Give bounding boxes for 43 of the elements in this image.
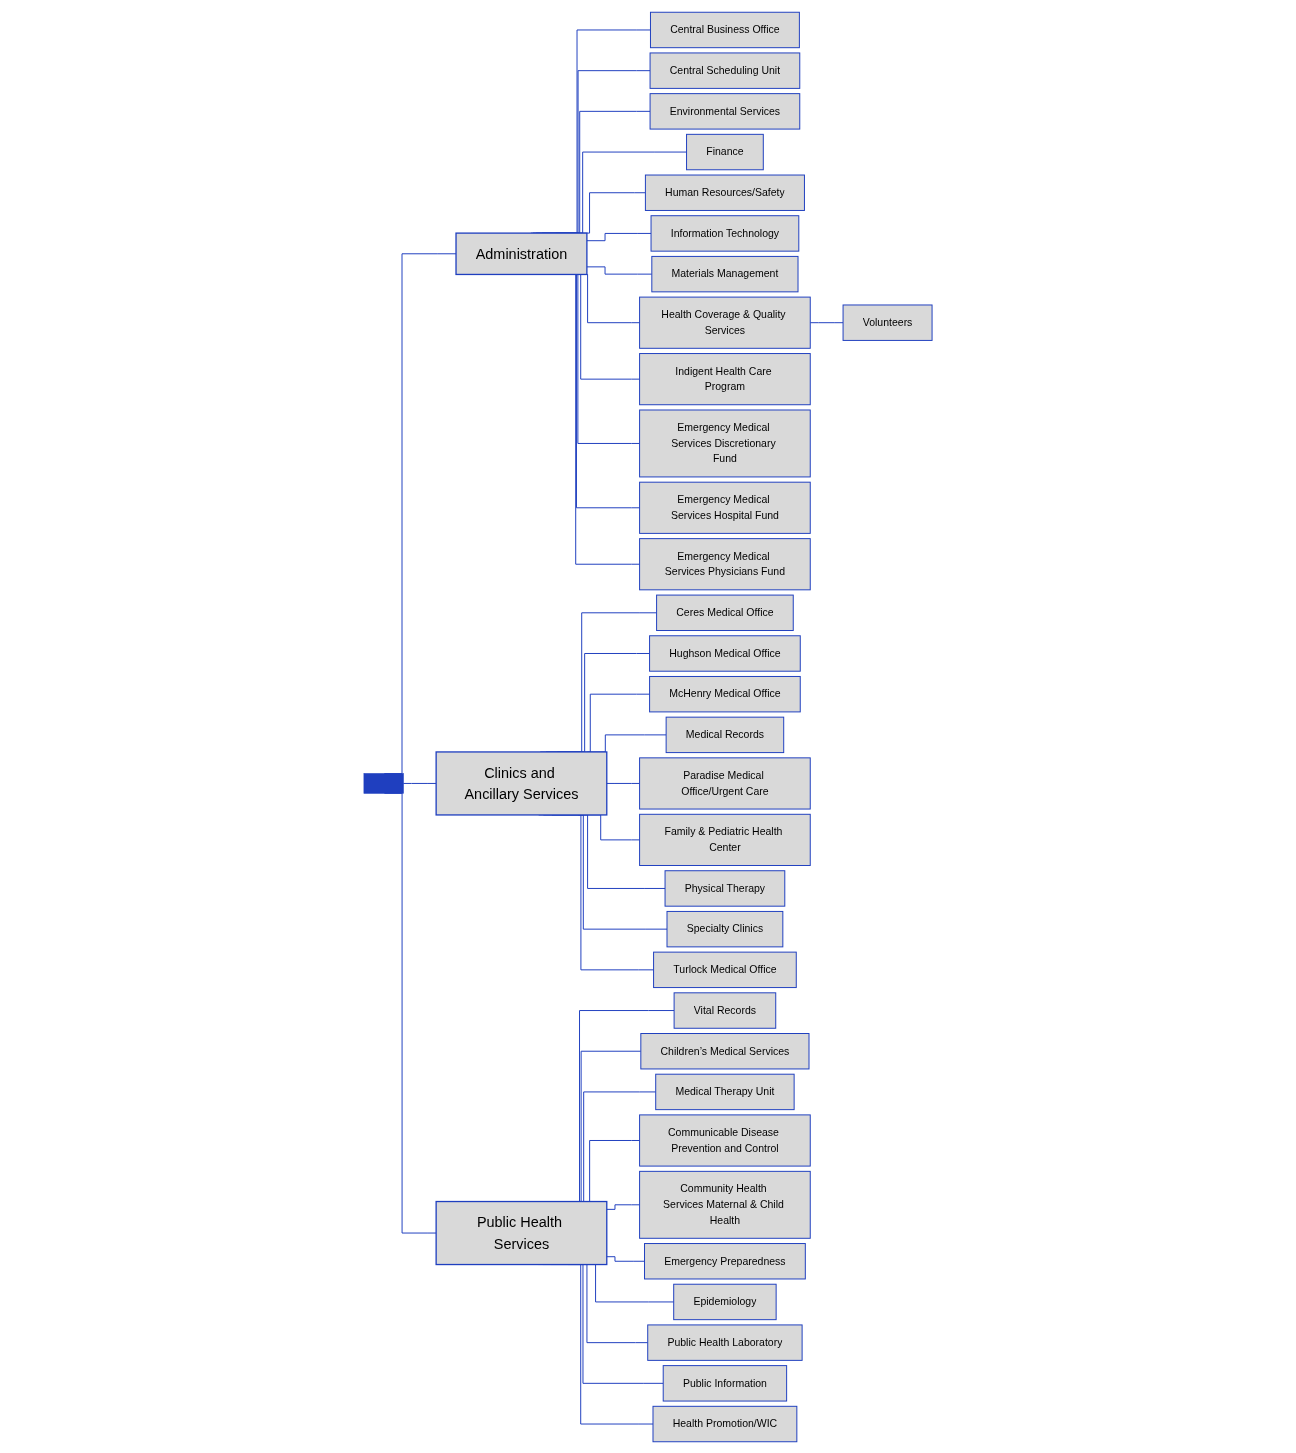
node-box: Emergency Medical Services Hospital Fund <box>639 481 811 534</box>
node-box: Environmental Services <box>649 92 801 130</box>
node-box: Finance <box>686 133 764 170</box>
node-box: Physical Therapy <box>664 869 786 907</box>
node-box: Vital Records <box>673 991 777 1029</box>
connector <box>402 782 437 784</box>
node-box: Hughson Medical Office <box>649 634 801 672</box>
node-box: Emergency Medical Services Physicians Fund <box>639 537 811 590</box>
node-box: Information Technology <box>650 214 800 252</box>
node-box: Epidemiology <box>673 1283 777 1320</box>
node-box: Administration <box>455 231 588 275</box>
node-box: Volunteers <box>842 304 933 341</box>
node-box: Family & Pediatric Health Center <box>639 813 811 866</box>
connector <box>606 782 641 784</box>
node-box: Medical Therapy Unit <box>655 1073 795 1110</box>
node-box: Medical Records <box>665 716 785 753</box>
node-box: Turlock Medical Office <box>653 951 797 988</box>
node-box: Specialty Clinics <box>666 910 784 947</box>
node-box: Communicable Disease Prevention and Control <box>639 1113 811 1167</box>
node-box: Emergency Preparedness <box>644 1242 806 1279</box>
node-box: Public Health Services <box>435 1200 608 1265</box>
node-box: Indigent Health Care Program <box>639 352 811 405</box>
node-box: Central Business Office <box>649 11 800 48</box>
connector <box>586 265 653 275</box>
node-box: Ceres Medical Office <box>656 594 794 631</box>
connector <box>809 321 844 323</box>
node-box: Health Promotion/WIC <box>652 1405 798 1442</box>
node-box: Emergency Medical Services Discretionary Fund <box>639 409 811 477</box>
node-box: Central Scheduling Unit <box>649 51 801 89</box>
connector <box>606 1255 645 1262</box>
connector <box>586 232 652 241</box>
node-box: Children’s Medical Services <box>640 1032 810 1069</box>
connector <box>606 1203 641 1210</box>
node-box: Human Resources/Safety <box>644 174 805 211</box>
node-box: Clinics and Ancillary Services <box>435 750 608 816</box>
node-box: Materials Management <box>651 255 799 292</box>
node-bar <box>363 772 404 794</box>
node-box: Community Health Services Maternal & Child Health <box>639 1170 811 1239</box>
node-box: Health Coverage & Quality Services <box>639 296 811 349</box>
node-box: Public Information <box>662 1364 788 1402</box>
node-box: Paradise Medical Office/Urgent Care <box>639 756 811 810</box>
node-box: McHenry Medical Office <box>649 675 801 712</box>
node-box: Public Health Laboratory <box>647 1323 803 1361</box>
